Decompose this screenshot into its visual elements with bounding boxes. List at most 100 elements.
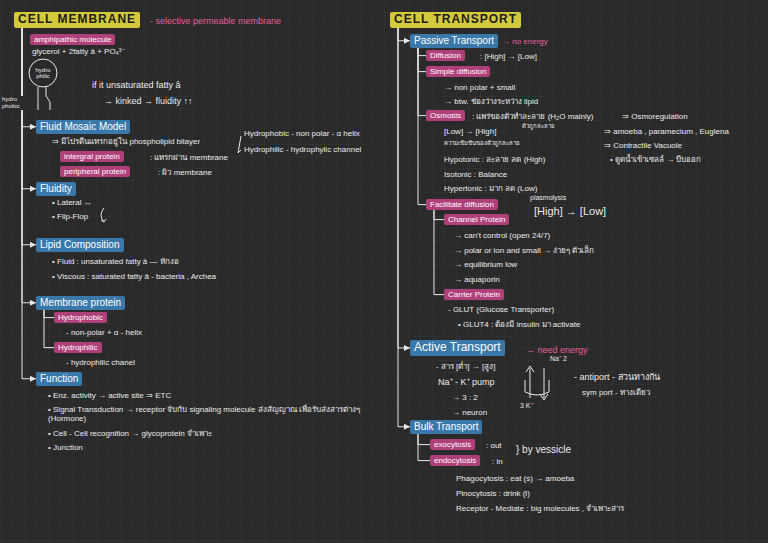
node-text: Bulk Transport [414,421,478,433]
note-text: - hydrophilic chanel [66,358,135,367]
term-highlight: Channel Protein [444,214,509,225]
node-text: Fluid Mosaic Model [40,121,126,133]
note-text: : แทรกผ่าน membrane [150,153,228,162]
node-text: Fluidity [40,183,72,195]
note-text: hydro phobic [2,96,26,110]
note-text: 3 K⁺ [520,402,533,410]
note-text: Pinocytosis : drink (l) [456,489,530,498]
note-text: Phagocytosis : eat (s) → amoeba [456,474,574,483]
tree-branch [398,28,410,41]
tree-branch [398,28,410,427]
note-text: Na⁺ - K⁺ pump [438,377,495,387]
note-text: glycerol + 2fatty â + PO₄³⁻ [32,47,125,56]
note-text: ความเข้มข้นของตัวถูกละลาย [444,140,520,147]
node-text: Facilitate diffusion [430,200,494,209]
note-text: → btw. ช่องว่างระหว่าง lipid [444,97,538,106]
node-text: endocytosis [434,456,476,465]
note-text: - antiport - สวนทางกัน [574,372,660,382]
node-text: intergral protein [64,152,120,161]
tree-branch [418,434,430,461]
note-text: Isotonic : Balance [444,170,507,179]
term-highlight: Carrier Protein [444,289,504,300]
node-text: Lipid Composition [40,239,120,251]
tree-branch [434,210,444,294]
term-highlight: Diffusion [426,50,465,61]
note-text: sym port - ทางเดียว [582,388,650,397]
note-text: • Junction [48,443,83,452]
note-text: → kinked → fluidity ↑↑ [104,96,193,106]
node-text: Simple diffusion [430,67,486,76]
note-text: • GLUT4 : ต้องมี insulin มา activate [458,320,580,329]
pump-arrows [525,366,549,400]
topic-highlight: Fluidity [36,182,76,196]
note-text: • Cell - Cell recognition → glycoprotein… [48,429,212,438]
node-text: Channel Protein [448,215,505,224]
term-highlight: Hydrophobic [54,312,107,323]
note-text: - non-polar + α - helix [66,328,142,337]
topic-highlight: Active Transport [410,340,505,356]
note-text: : ผิว membrane [158,168,212,177]
note-text: - สาร [ต่ำ] → [สูง] [436,362,495,371]
note-text: ⇒ มีโปรตีนแทรกอยู่ใน phospholipid bilaye… [52,137,200,146]
tree-branch [418,434,430,445]
node-text: peripheral protein [64,167,126,176]
topic-highlight: Fluid Mosaic Model [36,120,130,134]
phospholipid-head: hydro philic [28,58,58,88]
note-text: → neuron [452,408,487,417]
note-text: : [High] → [Low] [480,52,537,61]
heading-highlight: CELL MEMBRANE [14,12,140,28]
note-text: Hypertonic : มาก ลด (Low) [444,184,537,193]
phospholipid-tails [38,87,50,110]
tree-branch [44,310,54,318]
node-text: Passive Transport [414,35,494,47]
term-highlight: Facilitate diffusion [426,199,498,210]
note-text: Na⁺ 2 [550,355,567,363]
bracket-lines [238,136,241,153]
tree-branch [44,310,54,348]
term-highlight: Simple diffusion [426,66,490,77]
flipflop-arrow [101,208,106,222]
note-text: → aquaporin [454,275,500,284]
node-text: Membrane protein [40,297,121,309]
note-text: Hydrophilic - hydrophylic channel [244,145,361,154]
note-text: - GLUT (Glucose Transporter) [448,305,554,314]
topic-highlight: Membrane protein [36,296,125,310]
note-text: - selective permeable membrane [150,16,281,26]
note-text: Receptor - Mediate : big molecules , จำเ… [456,504,624,513]
node-text: Active Transport [414,341,501,355]
node-text: Hydrophobic [58,313,103,322]
tree-branch [22,28,36,245]
note-text: • Viscous : saturated fatty â - bacteria… [52,272,216,281]
note-text: ⇒ amoeba , paramecium , Euglena [604,127,729,136]
note-text: • Fluid : unsaturated fatty â — หักงอ [52,257,179,266]
heading-highlight: CELL TRANSPORT [390,12,521,28]
note-text: [Low] → [High] [444,127,496,136]
note-text: : in [492,457,503,466]
node-text: CELL TRANSPORT [394,13,517,27]
note-text: ตัวถูกละลาย [522,123,555,130]
term-highlight: endocytosis [430,455,480,466]
node-text: amphipathic molecule [34,35,111,44]
note-text: → no energy [502,37,548,46]
note-text: : แพร่ของตัวทำละลาย (H₂O mainly) [472,112,593,121]
note-text: • Lateral ↔ [52,198,92,207]
note-text: • Enz. activity → active site ⇒ ETC [48,391,171,400]
term-highlight: intergral protein [60,151,124,162]
note-text: → can't control (open 24/7) [454,231,550,240]
note-text: → equilibrium low [454,260,517,269]
node-text: hydro philic [28,67,58,80]
node-text: exocytosis [434,440,471,449]
tree-branch [418,48,426,72]
tree-branch [418,48,426,205]
note-text: [High] → [Low] [534,205,606,218]
note-text: ⇒ Osmoregulation [622,112,688,121]
note-text: ⇒ Contractile Vacuole [604,141,682,150]
node-text: Osmosis [430,111,461,120]
note-text: • Flip-Flop [52,212,88,221]
circle-outline [29,59,57,87]
node-text: Carrier Protein [448,290,500,299]
node-text: Diffusion [430,51,461,60]
note-text: if it unsaturated fatty â [92,80,181,90]
